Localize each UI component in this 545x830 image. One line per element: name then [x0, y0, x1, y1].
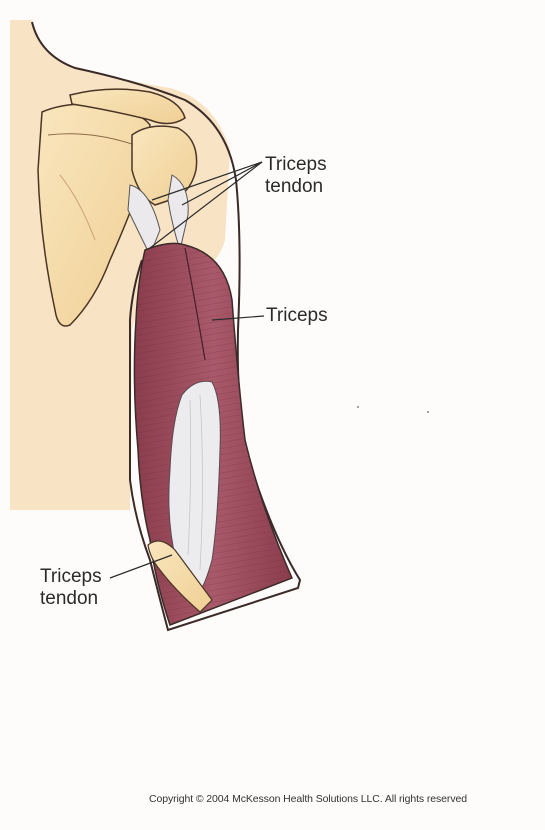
label-triceps-tendon-top-line1: Triceps — [265, 154, 327, 176]
label-triceps: Triceps — [266, 305, 328, 327]
label-triceps-tendon-bottom-line1: Triceps — [40, 566, 102, 588]
label-triceps-tendon-bottom-line2: tendon — [40, 588, 102, 610]
label-triceps-tendon-top: Triceps tendon — [265, 154, 327, 198]
copyright-notice: Copyright © 2004 McKesson Health Solutio… — [149, 793, 467, 805]
speck-2 — [427, 411, 429, 413]
label-triceps-tendon-top-line2: tendon — [265, 176, 327, 198]
label-triceps-tendon-bottom: Triceps tendon — [40, 566, 102, 610]
speck-1 — [357, 406, 359, 408]
